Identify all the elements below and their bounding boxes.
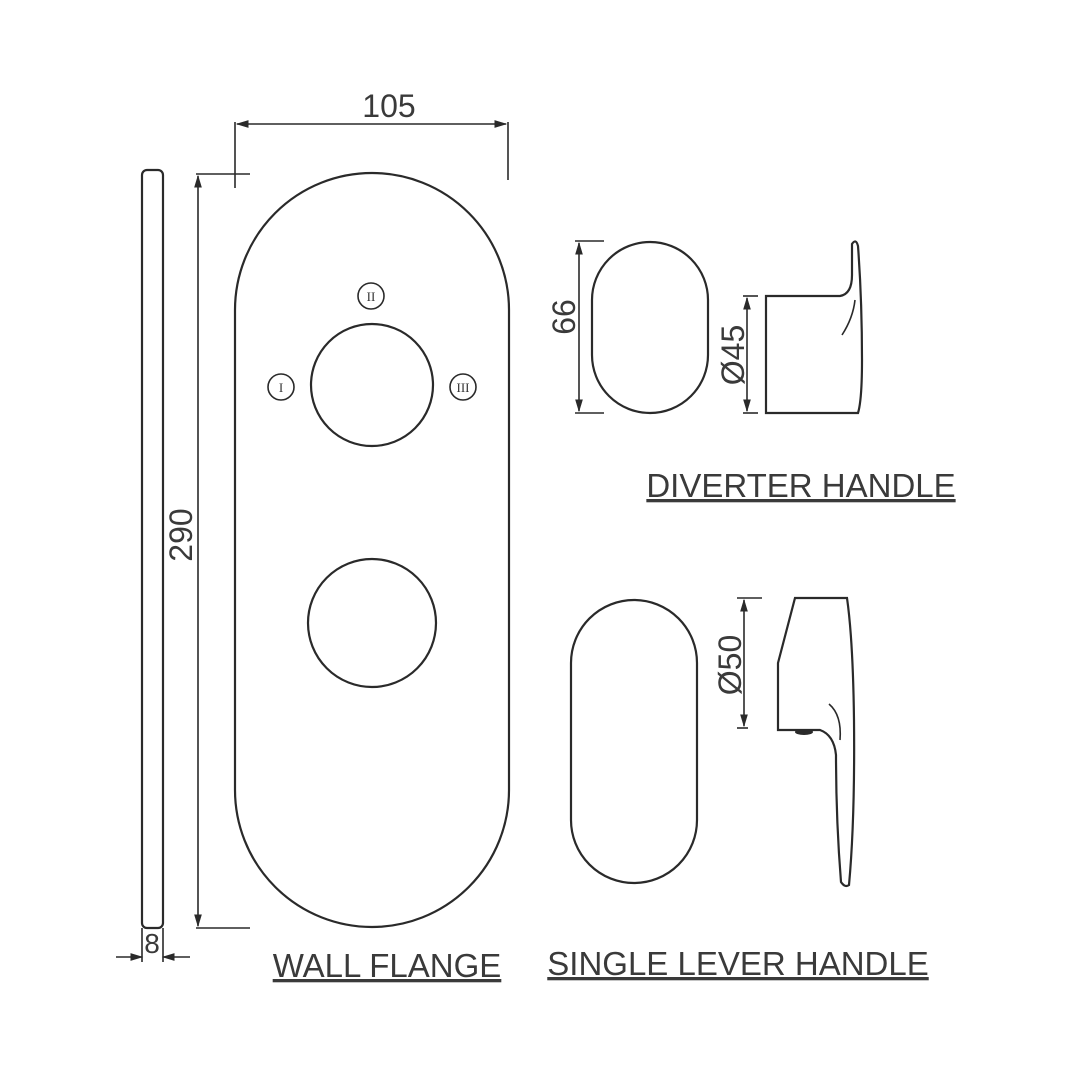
diverter-handle-label: DIVERTER HANDLE [646,467,955,504]
diverter-handle-front [590,240,710,415]
position-mark-2: II [357,282,385,310]
diverter-diameter-dimension: Ø45 [715,295,758,414]
mixer-opening [306,557,438,689]
single-lever-label: SINGLE LEVER HANDLE [547,945,928,982]
diverter-height-dimension: 66 [546,240,604,414]
diverter-diameter-value: Ø45 [715,325,751,385]
single-lever-side [776,596,856,888]
diverter-opening [309,322,435,448]
diverter-handle-side [764,240,864,415]
height-dimension: 290 [163,173,250,929]
height-value: 290 [163,508,199,561]
wall-flange-front: I II III [233,171,511,929]
thickness-value: 8 [144,928,160,959]
position-mark-3: III [449,373,477,401]
thickness-dimension: 8 [116,928,190,962]
flange-side-profile [140,168,165,930]
wall-flange-label: WALL FLANGE [273,947,502,984]
width-value: 105 [362,88,415,124]
lever-diameter-dimension: Ø50 [712,597,762,729]
svg-text:II: II [367,289,376,304]
position-mark-1: I [267,373,295,401]
svg-text:I: I [279,380,283,395]
lever-diameter-value: Ø50 [712,635,748,695]
svg-text:III: III [457,380,470,395]
width-dimension: 105 [234,88,509,188]
single-lever-front [569,598,699,885]
diverter-height-value: 66 [546,299,582,335]
